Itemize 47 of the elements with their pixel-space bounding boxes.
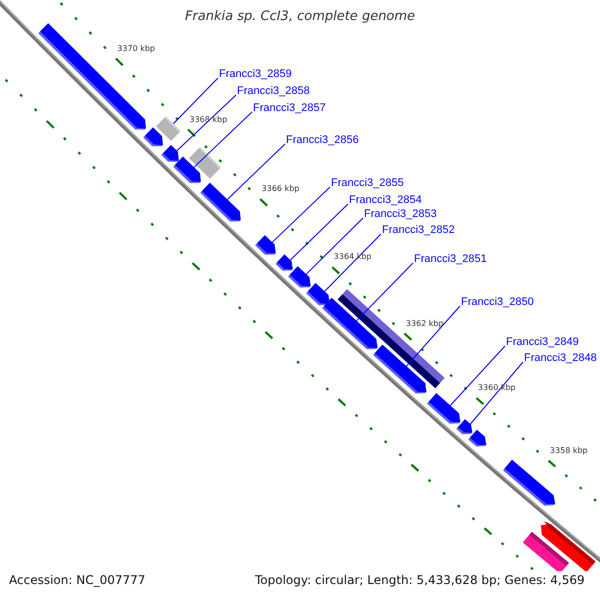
gene-feature bbox=[427, 393, 460, 424]
gene-feature bbox=[189, 146, 222, 179]
gene-feature bbox=[156, 116, 181, 141]
gene-feature bbox=[468, 430, 486, 446]
leader-line bbox=[450, 346, 506, 406]
gene-feature bbox=[306, 283, 330, 306]
gene-label: Francci3_2853 bbox=[364, 208, 437, 221]
gene-feature bbox=[200, 182, 241, 222]
gene-label: Francci3_2848 bbox=[524, 352, 597, 365]
gene-feature bbox=[143, 127, 163, 146]
leader-line bbox=[272, 186, 330, 243]
scale-label: 3358 kbp bbox=[550, 446, 588, 456]
leader-line bbox=[406, 306, 460, 367]
gene-feature bbox=[373, 344, 426, 394]
scale-label: 3366 kbp bbox=[262, 184, 300, 194]
scale-label: 3370 kbp bbox=[117, 44, 155, 54]
gene-label: Francci3_2850 bbox=[461, 296, 534, 309]
scale-label: 3364 kbp bbox=[334, 252, 372, 262]
leader-line bbox=[470, 362, 524, 424]
gene-label: Francci3_2851 bbox=[414, 253, 487, 266]
accession-text: Accession: NC_007777 bbox=[9, 573, 146, 588]
gene-feature bbox=[456, 419, 472, 434]
gene-label: Francci3_2854 bbox=[349, 194, 422, 207]
leader-line bbox=[290, 204, 348, 260]
leader-line bbox=[306, 218, 364, 275]
leader-line bbox=[356, 262, 414, 322]
gene-label: Francci3_2859 bbox=[219, 68, 292, 81]
gene-feature bbox=[503, 460, 556, 506]
leader-line bbox=[193, 112, 252, 168]
gene-feature bbox=[288, 266, 311, 288]
title: Frankia sp. CcI3, complete genome bbox=[184, 9, 416, 24]
gene-label: Francci3_2855 bbox=[331, 177, 404, 190]
leader-line bbox=[324, 234, 382, 292]
gene-label: Francci3_2857 bbox=[253, 102, 326, 115]
leader-line bbox=[172, 78, 218, 124]
leader-line bbox=[226, 144, 286, 200]
gene-feature bbox=[255, 235, 276, 255]
gene-label: Francci3_2856 bbox=[286, 134, 359, 147]
scale-label: 3368 kbp bbox=[189, 114, 228, 125]
gene-label: Francci3_2858 bbox=[237, 85, 310, 98]
leader-line bbox=[176, 94, 236, 152]
gene-label: Francci3_2849 bbox=[506, 336, 579, 349]
gene-feature bbox=[161, 145, 179, 162]
gene-label: Francci3_2852 bbox=[382, 224, 455, 237]
scale-label: 3362 kbp bbox=[406, 318, 444, 329]
scale-label: 3360 kbp bbox=[478, 383, 516, 394]
gene-feature bbox=[276, 254, 293, 271]
